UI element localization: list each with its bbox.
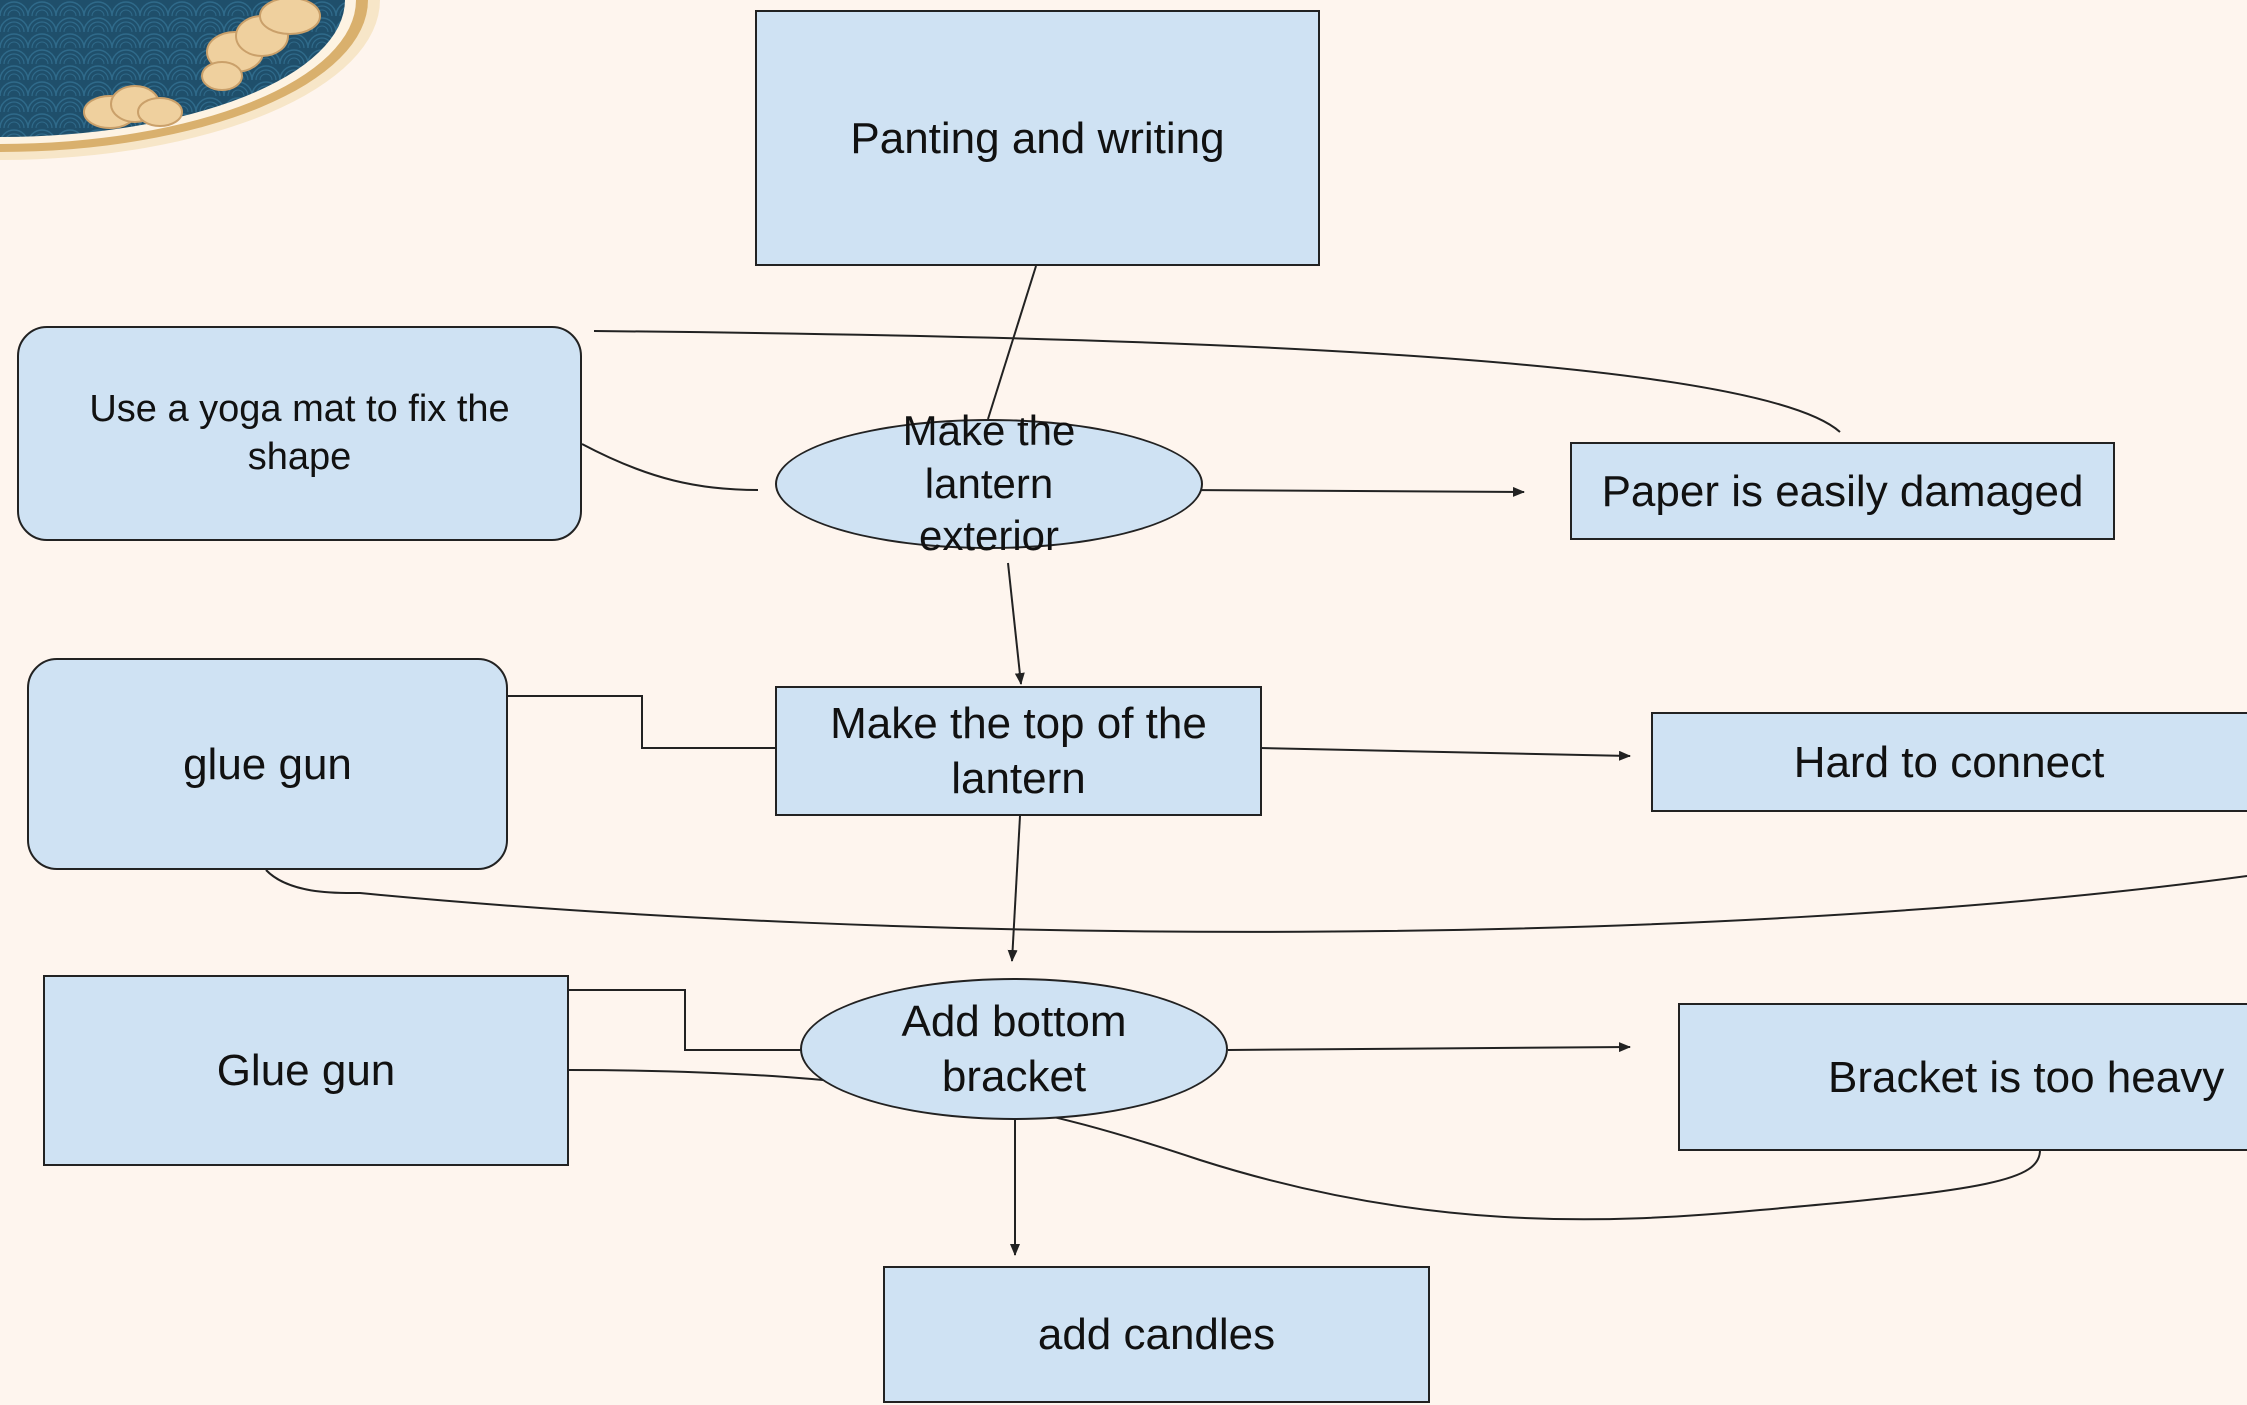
node-yoga-label: Use a yoga mat to fix the shape bbox=[89, 388, 510, 478]
node-hard-to-connect[interactable]: Hard to connect bbox=[1651, 712, 2247, 812]
node-hard-label: Hard to connect bbox=[1793, 737, 2105, 787]
node-exterior-label: Make the lantern exterior bbox=[902, 407, 1076, 560]
node-glue1-label: glue gun bbox=[183, 739, 352, 789]
node-painting-and-writing[interactable]: Panting and writing bbox=[755, 10, 1320, 266]
node-top-label: Make the top of the lantern bbox=[830, 699, 1207, 803]
edge-glue1-top bbox=[508, 695, 776, 749]
node-make-lantern-exterior[interactable]: Make the lantern exterior bbox=[775, 407, 1203, 559]
edge-top-bracket bbox=[1007, 815, 1021, 962]
node-painting-label: Panting and writing bbox=[850, 113, 1225, 163]
edge-exterior-top bbox=[1007, 562, 1025, 685]
node-bracket-label: Add bottom bracket bbox=[901, 997, 1127, 1101]
edge-top-hard bbox=[1259, 747, 1631, 761]
node-paper-easily-damaged[interactable]: Paper is easily damaged bbox=[1570, 442, 2115, 540]
edge-bracket-heavy bbox=[1227, 1042, 1631, 1053]
node-make-top-of-lantern[interactable]: Make the top of the lantern bbox=[775, 686, 1262, 816]
edge-glue2-bracket bbox=[569, 989, 802, 1051]
edge-painting-exterior bbox=[987, 265, 1037, 420]
node-glue-gun-1[interactable]: glue gun bbox=[27, 658, 508, 870]
node-yoga-mat[interactable]: Use a yoga mat to fix the shape bbox=[17, 326, 582, 541]
edge-exterior-paper bbox=[1184, 486, 1525, 497]
node-heavy-label: Bracket is too heavy bbox=[1828, 1052, 2225, 1102]
node-bracket-too-heavy[interactable]: Bracket is too heavy bbox=[1678, 1003, 2247, 1151]
node-glue2-label: Glue gun bbox=[216, 1046, 396, 1095]
node-candles-label: add candles bbox=[1037, 1310, 1276, 1359]
edge-yoga-paper-curve bbox=[593, 330, 1841, 433]
node-paper-label: Paper is easily damaged bbox=[1601, 466, 2084, 516]
chinese-wave-medallion-icon bbox=[0, 0, 380, 160]
node-add-candles[interactable]: add candles bbox=[883, 1266, 1430, 1403]
edge-yoga-exterior bbox=[581, 443, 759, 491]
node-glue-gun-2[interactable]: Glue gun bbox=[43, 975, 569, 1166]
node-add-bottom-bracket[interactable]: Add bottom bracket bbox=[800, 978, 1228, 1120]
edge-glue1-hard-curve bbox=[265, 869, 2247, 933]
